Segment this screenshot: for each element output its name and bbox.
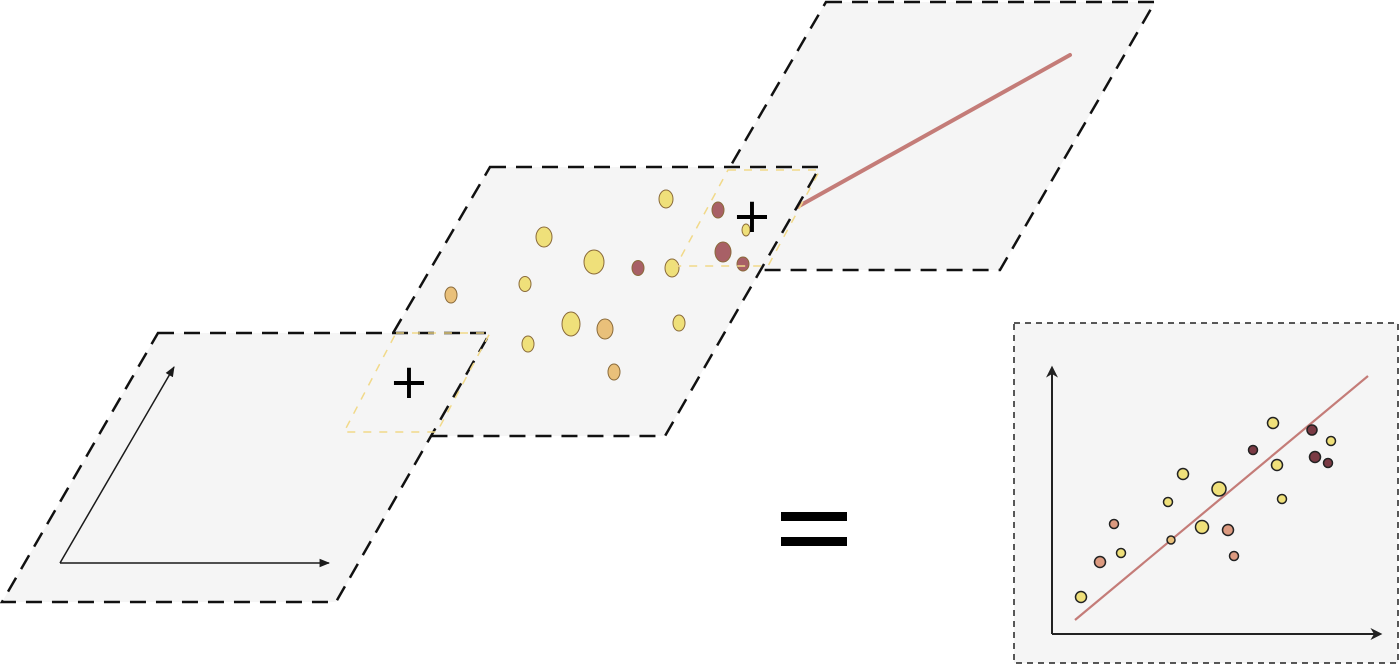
point	[664, 258, 680, 278]
point	[1194, 519, 1210, 535]
point	[1325, 435, 1337, 447]
point	[521, 335, 535, 353]
point	[535, 226, 553, 248]
fit-line	[1074, 375, 1369, 621]
point	[444, 286, 458, 304]
combined-plot	[1013, 322, 1399, 664]
equals-icon	[781, 512, 847, 546]
point	[1270, 458, 1284, 472]
point	[1306, 424, 1318, 436]
point	[658, 189, 674, 209]
y-axis-arrow	[59, 366, 175, 564]
point	[1247, 444, 1259, 456]
point	[631, 260, 645, 276]
point	[1308, 450, 1322, 464]
point	[583, 249, 605, 275]
point	[1166, 535, 1176, 545]
point	[561, 311, 581, 337]
point	[672, 314, 686, 332]
point	[1162, 496, 1174, 508]
point	[518, 276, 532, 292]
point	[1221, 523, 1235, 537]
point	[714, 241, 732, 263]
axes-layer-panel	[0, 331, 493, 604]
point	[1322, 457, 1334, 469]
point	[1276, 493, 1288, 505]
point	[1093, 555, 1107, 569]
axes-layer	[0, 331, 493, 604]
point	[1074, 590, 1088, 604]
point	[736, 256, 750, 272]
plus-icon: +	[732, 188, 772, 244]
fit-line	[781, 53, 1072, 217]
combined-plot-panel	[1013, 322, 1399, 664]
point	[1115, 547, 1127, 559]
overlap-region-bottom	[342, 332, 492, 433]
plus-icon: +	[389, 354, 429, 410]
point	[1211, 481, 1227, 497]
point	[596, 318, 614, 340]
point	[1176, 467, 1190, 481]
point	[741, 223, 751, 237]
point	[1266, 416, 1280, 430]
point	[1228, 550, 1240, 562]
point	[711, 201, 725, 219]
point	[607, 363, 621, 381]
point	[1108, 518, 1120, 530]
scatter-points	[400, 189, 751, 425]
scatter-points	[1074, 416, 1337, 604]
